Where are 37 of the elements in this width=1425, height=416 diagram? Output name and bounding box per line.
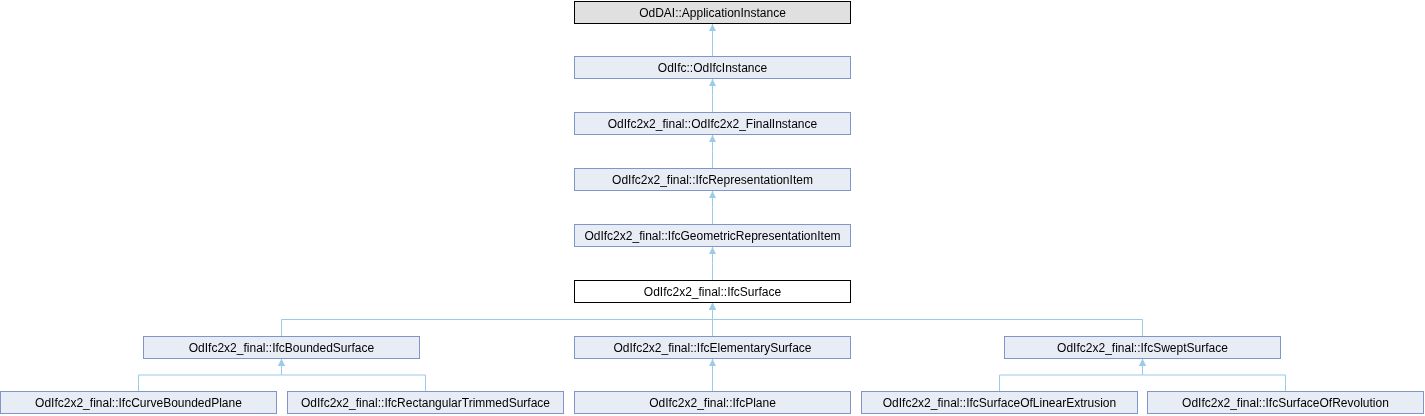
inheritance-arrow: [1139, 358, 1286, 392]
class-box: [574, 112, 851, 135]
inheritance-arrow: [709, 78, 716, 113]
class-name: OdIfc2x2_final::IfcSurfaceOfLinearExtrusion: [882, 395, 1117, 410]
class-name: OdIfc2x2_final::IfcElementarySurface: [613, 340, 812, 355]
class-name: OdIfc2x2_final::IfcRepresentationItem: [612, 172, 813, 187]
class-box: [143, 336, 420, 359]
class-name: OdIfc2x2_final::IfcGeometricRepresentationItem: [584, 228, 841, 243]
inheritance-arrow: [709, 246, 716, 281]
class-name: OdIfc2x2_final::IfcBoundedSurface: [188, 340, 375, 355]
class-name: OdIfc2x2_final::OdIfc2x2_FinalInstance: [607, 116, 818, 131]
class-name: OdDAI::ApplicationInstance: [639, 5, 786, 20]
class-box: [574, 1, 851, 24]
class-box: [1004, 336, 1281, 359]
inheritance-arrow: [709, 302, 1143, 337]
class-box: [574, 391, 851, 414]
class-name: OdIfc2x2_final::IfcSurface: [643, 284, 782, 299]
inheritance-arrow: [709, 358, 716, 392]
class-name: OdIfc2x2_final::IfcPlane: [649, 395, 776, 410]
class-box: [574, 56, 851, 79]
class-box: [1147, 391, 1424, 414]
class-box: [861, 391, 1138, 414]
inheritance-arrow: [709, 190, 716, 225]
class-name: OdIfc2x2_final::IfcSweptSurface: [1057, 340, 1228, 355]
class-box: [574, 168, 851, 191]
inheritance-arrow: [709, 134, 716, 169]
class-box: [574, 336, 851, 359]
class-box: [0, 391, 277, 414]
class-box: [574, 280, 851, 303]
class-name: OdIfc::OdIfcInstance: [657, 60, 768, 75]
class-name: OdIfc2x2_final::IfcRectangularTrimmedSurface: [301, 395, 550, 410]
class-name: OdIfc2x2_final::IfcCurveBoundedPlane: [35, 395, 242, 410]
class-box: [574, 224, 851, 247]
class-name: OdIfc2x2_final::IfcSurfaceOfRevolution: [1182, 395, 1389, 410]
inheritance-arrow: [278, 358, 426, 392]
class-box: [287, 391, 564, 414]
inheritance-arrow: [709, 23, 716, 57]
